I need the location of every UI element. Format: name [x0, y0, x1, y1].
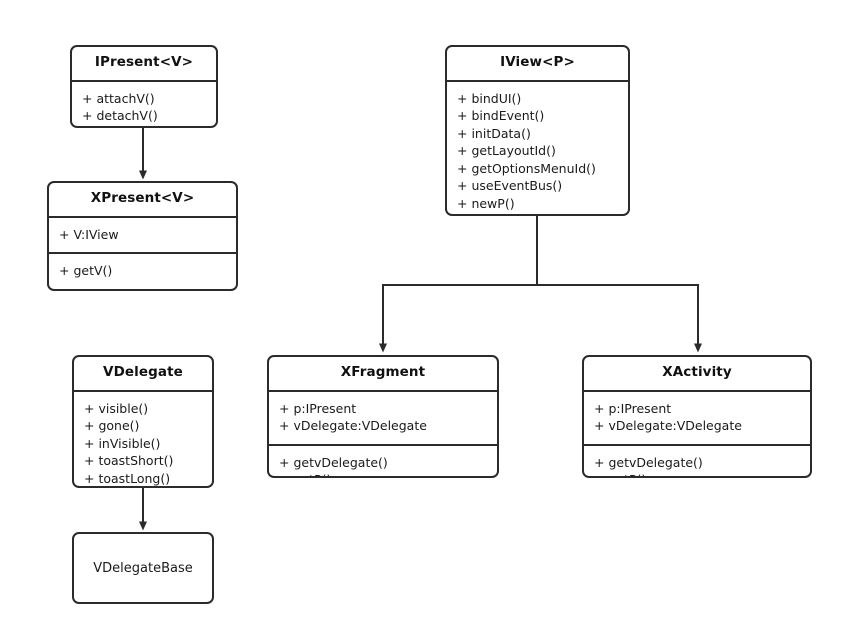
method-item: + bindUI() [457, 90, 522, 106]
methods-compartment-ipresent: + attachV() + detachV() [72, 82, 216, 126]
class-name-xactivity: XActivity [662, 364, 732, 380]
class-name-xfragment: XFragment [340, 364, 426, 380]
method-item: + useEventBus() [457, 178, 563, 194]
method-item: + getvDelegate() [279, 454, 388, 470]
class-name-iview: IView<P> [500, 54, 575, 70]
class-box-xfragment[interactable]: XFragment + p:IPresent + vDelegate:VDelega… [267, 355, 499, 478]
attribute-item: + V:IView [59, 226, 119, 242]
compartment-divider [447, 79, 628, 82]
class-name-xpresent: XPresent<V> [90, 190, 195, 206]
compartment-divider [269, 443, 497, 446]
methods-compartment-vdelegate: + visible() + gone()+ inVisible() + toastS… [74, 392, 212, 486]
method-item: + gone() [84, 418, 140, 434]
compartment-divider [74, 389, 212, 392]
method-item: + newP() [457, 195, 515, 211]
compartment-divider [584, 389, 810, 392]
method-item: + attachV() [82, 90, 155, 106]
methods-compartment-xpresent: + getV() [49, 254, 236, 289]
method-item: + visible() [84, 400, 149, 416]
attribute-item: + vDelegate:VDelegate [594, 418, 742, 434]
method-item: + getLayoutId() [457, 143, 556, 159]
attribute-item: + p:IPresent [594, 400, 672, 416]
compartment-divider [269, 389, 497, 392]
class-box-vdelegate[interactable]: VDelegate + visible() + gone()+ inVisible(… [72, 355, 214, 488]
method-item: + getvDelegate() [594, 454, 703, 470]
compartment-divider [584, 443, 810, 446]
method-item: + getP() [594, 471, 810, 476]
connector-iview-to-xfragment [379, 216, 538, 353]
class-box-xpresent[interactable]: XPresent<V> + V:IView + getV() [47, 181, 238, 291]
compartment-divider [72, 79, 216, 82]
class-box-iview[interactable]: IView<P> + bindUI() + bindEvent()+ initDat… [445, 45, 630, 216]
methods-compartment-xactivity: + getvDelegate()+ getP() [584, 446, 810, 476]
methods-compartment-xfragment: + getvDelegate()+ getP() [269, 446, 497, 476]
class-name-vdelegatebase: VDelegateBase [93, 560, 193, 576]
compartment-divider [49, 252, 236, 255]
method-item: + getOptionsMenuId() [457, 160, 596, 176]
attributes-compartment-xfragment: + p:IPresent + vDelegate:VDelegate [269, 392, 497, 444]
compartment-divider [49, 215, 236, 218]
method-item: + getP() [279, 471, 497, 476]
class-box-xactivity[interactable]: XActivity + p:IPresent + vDelegate:VDelega… [582, 355, 812, 478]
methods-compartment-iview: + bindUI() + bindEvent()+ initData() + get… [447, 82, 628, 214]
method-item: + detachV() [82, 108, 158, 124]
method-item: + bindEvent() [457, 108, 545, 124]
class-name-vdelegate: VDelegate [103, 364, 183, 380]
method-item: + toastLong() [84, 470, 171, 486]
attributes-compartment-xpresent: + V:IView [49, 218, 236, 253]
method-item: + inVisible() [84, 435, 161, 451]
method-item: + initData() [457, 125, 531, 141]
method-item: + toastShort() [84, 453, 174, 469]
class-box-ipresent[interactable]: IPresent<V> + attachV() + detachV() [70, 45, 218, 128]
attributes-compartment-xactivity: + p:IPresent + vDelegate:VDelegate [584, 392, 810, 444]
method-item: + getV() [59, 263, 113, 279]
attribute-item: + vDelegate:VDelegate [279, 418, 427, 434]
connector-iview-to-xactivity [536, 216, 702, 353]
class-name-ipresent: IPresent<V> [94, 54, 194, 70]
class-box-vdelegatebase[interactable]: VDelegateBase [72, 532, 214, 604]
attribute-item: + p:IPresent [279, 400, 357, 416]
